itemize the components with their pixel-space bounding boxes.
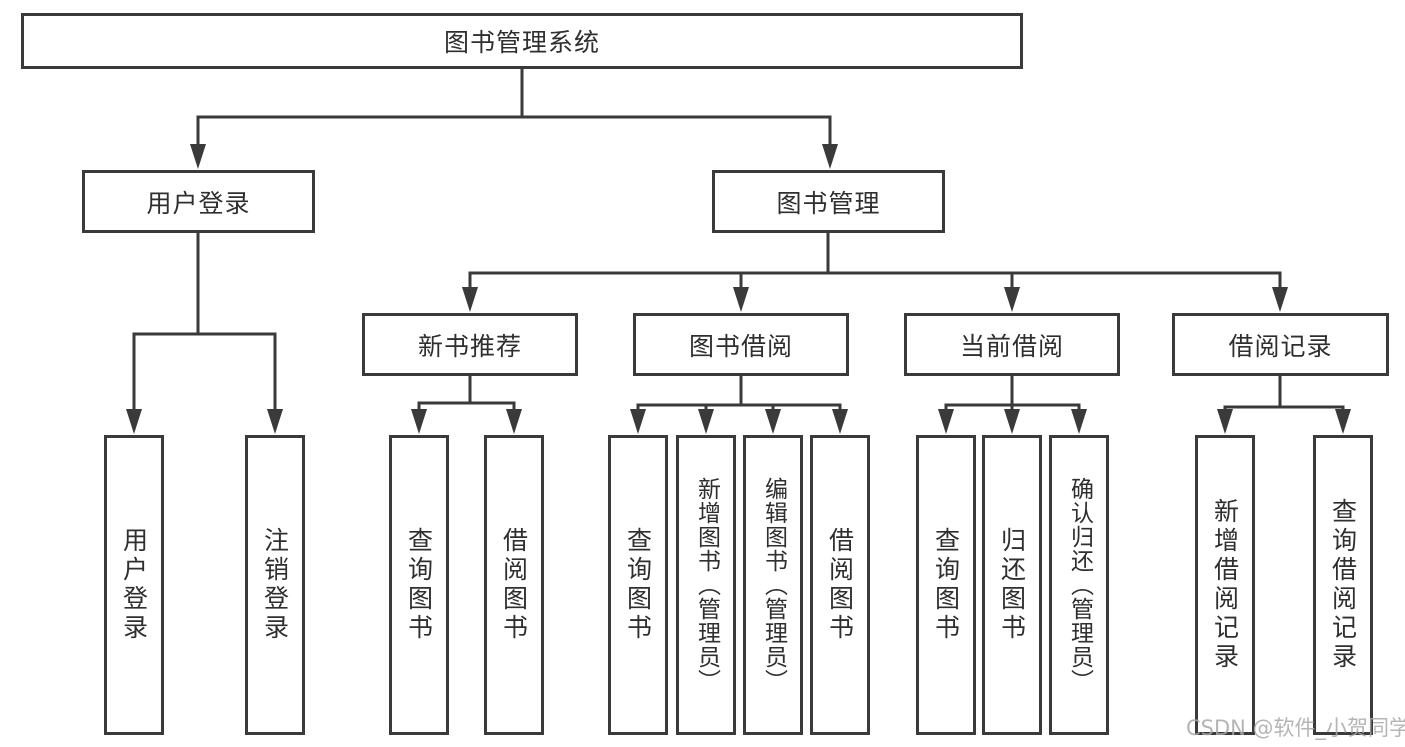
node-leaf-query-books-3: 查询图书	[916, 435, 976, 735]
node-leaf-query-books-1: 查询图书	[389, 435, 449, 735]
node-leaf-borrow-books-1: 借阅图书	[484, 435, 544, 735]
node-root-system: 图书管理系统	[21, 13, 1023, 69]
node-leaf-logout: 注销登录	[245, 435, 305, 735]
node-leaf-add-books-admin: 新增图书（管理员）	[676, 435, 736, 735]
node-borrow-records: 借阅记录	[1172, 313, 1389, 376]
node-leaf-confirm-return-admin: 确认归还（管理员）	[1049, 435, 1109, 735]
node-leaf-query-books-2: 查询图书	[608, 435, 668, 735]
node-leaf-return-books: 归还图书	[982, 435, 1042, 735]
node-leaf-query-borrow-record: 查询借阅记录	[1313, 435, 1373, 735]
csdn-watermark: CSDN @软件_小贺同学	[1186, 716, 1405, 740]
node-book-management: 图书管理	[712, 170, 945, 233]
node-leaf-user-login: 用户登录	[104, 435, 164, 735]
node-leaf-borrow-books-2: 借阅图书	[810, 435, 870, 735]
node-user-login: 用户登录	[82, 170, 315, 233]
node-new-book-recommend: 新书推荐	[362, 313, 578, 376]
node-leaf-add-borrow-record: 新增借阅记录	[1195, 435, 1255, 735]
node-book-borrow: 图书借阅	[633, 313, 849, 376]
arrowhead-icons	[126, 144, 1351, 434]
node-leaf-edit-books-admin: 编辑图书（管理员）	[743, 435, 803, 735]
node-current-borrow: 当前借阅	[904, 313, 1120, 376]
